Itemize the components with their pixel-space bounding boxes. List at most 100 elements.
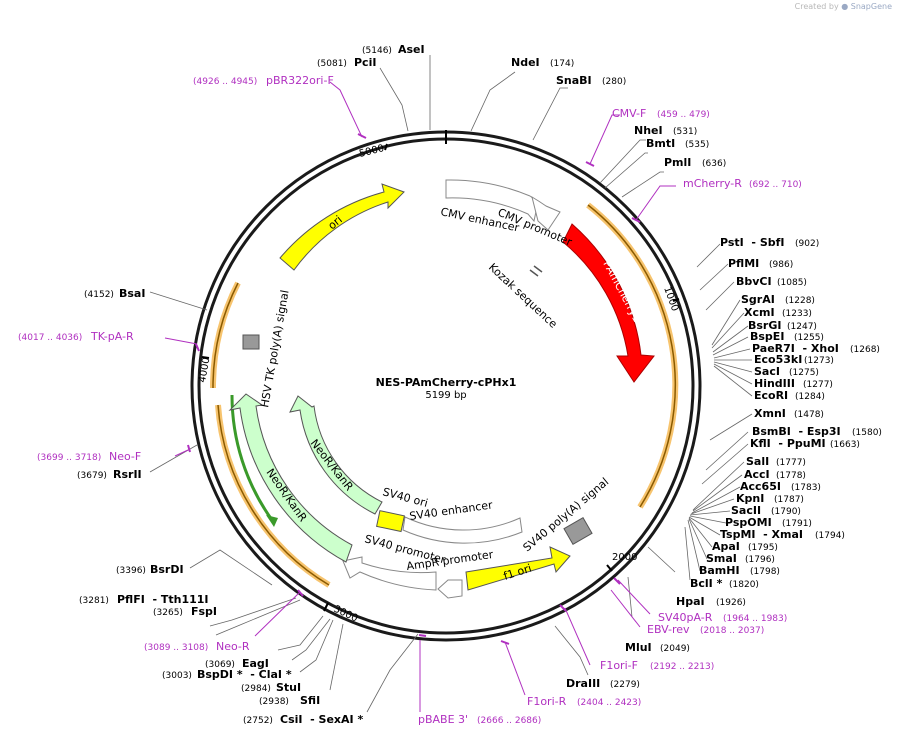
feature-label-f1-ori: f1 ori	[502, 562, 533, 583]
primer-pos-cmv-f: (459 .. 479)	[657, 110, 710, 120]
primer-name-pbr322ori-f: pBR322ori-F	[266, 74, 334, 87]
primer-markers	[164, 81, 676, 712]
primer-pos-neo-f: (3699 .. 3718)	[37, 453, 101, 463]
primer-name-neo-r: Neo-R	[216, 640, 250, 653]
site-name-eco53ki: Eco53kI	[754, 353, 802, 366]
site-pos-sacii: (1790)	[771, 507, 801, 517]
site-pos-pmli: (636)	[702, 159, 726, 169]
site-pos-draiii: (2279)	[610, 680, 640, 690]
site-name-stui: StuI	[276, 681, 301, 694]
primer-pos-ebv-rev: (2018 .. 2037)	[700, 626, 764, 636]
site-name-sgrai: SgrAI	[741, 293, 775, 306]
site-name-acc65i: Acc65I	[740, 480, 781, 493]
site-pos-smai: (1796)	[745, 555, 775, 565]
primer-name-mcherry-r: mCherry-R	[683, 177, 742, 190]
primer-pos-sv40pa-r: (1964 .. 1983)	[723, 614, 787, 624]
credit-brand: SnapGene	[850, 2, 892, 11]
site-name-sali: SalI	[746, 455, 769, 468]
site-name-xcmi: XcmI	[744, 306, 775, 319]
tick-label-2000: 2000	[612, 552, 637, 563]
feature-label-kozak: Kozak sequence	[486, 261, 560, 331]
site-name-bsrdi: BsrDI	[150, 563, 184, 576]
plasmid-size: 5199 bp	[425, 390, 466, 401]
site-pos-bmti: (535)	[685, 140, 709, 150]
site-name-smai: SmaI	[706, 552, 737, 565]
site-name-paer7i-xhoi: PaeR7I - XhoI	[752, 342, 839, 355]
site-name-sacii: SacII	[731, 504, 761, 517]
feature-ori	[279, 183, 405, 271]
primer-labels: (4926 .. 4945) pBR322ori-F CMV-F (459 ..…	[18, 74, 802, 726]
site-pos-stui: (2984)	[241, 684, 271, 694]
site-pos-eagi: (3069)	[205, 660, 235, 670]
site-name-kpni: KpnI	[736, 492, 764, 505]
site-name-bspdi-clai: BspDI * - ClaI *	[197, 668, 292, 681]
tick-label-4000: 4000	[197, 357, 212, 384]
tick-label-3000: 3000	[332, 604, 360, 625]
site-pos-bspdi-clai: (3003)	[162, 671, 192, 681]
primer-pos-pbr322ori-f: (4926 .. 4945)	[193, 77, 257, 87]
feature-sv40-promoter	[342, 556, 437, 591]
snapgene-credit: Created by ● SnapGene	[795, 2, 892, 11]
site-name-asei: AseI	[398, 43, 425, 56]
site-name-acci: AccI	[744, 468, 770, 481]
feature-cmv-promoter	[531, 195, 561, 231]
site-pos-bcli: (1820)	[729, 580, 759, 590]
feature-sv40-enhancer	[402, 516, 523, 544]
site-pos-csii-sexai: (2752)	[243, 716, 273, 726]
site-name-bsai: BsaI	[119, 287, 145, 300]
primer-pos-f1ori-r: (2404 .. 2423)	[577, 698, 641, 708]
site-pos-pcii: (5081)	[317, 59, 347, 69]
primer-arc-tk-core	[212, 282, 239, 389]
feature-neokanr-inner	[289, 395, 383, 515]
primer-name-f1ori-f: F1ori-F	[600, 659, 638, 672]
site-pos-mlui: (2049)	[660, 644, 690, 654]
feature-neokanr-outer	[228, 393, 353, 563]
site-pos-psti-sbfi: (902)	[795, 239, 819, 249]
primer-pos-neo-r: (3089 .. 3108)	[144, 643, 208, 653]
site-name-pspomi: PspOMI	[725, 516, 772, 529]
feature-f1-ori	[465, 546, 571, 591]
site-name-pmli: PmlI	[664, 156, 691, 169]
primer-name-f1ori-r: F1ori-R	[527, 695, 567, 708]
site-name-eagi: EagI	[242, 657, 269, 670]
feature-label-neokanr-inner: NeoR/KanR	[308, 437, 356, 494]
site-pos-tspmi-xmai: (1794)	[815, 531, 845, 541]
site-name-sfii: SfiI	[300, 694, 320, 707]
site-name-bcli: BclI *	[690, 577, 723, 590]
feature-kozak	[529, 265, 543, 277]
site-name-pcii: PciI	[354, 56, 376, 69]
site-pos-pflmi: (986)	[769, 260, 793, 270]
site-pos-sgrai: (1228)	[785, 296, 815, 306]
site-name-snabi: SnaBI	[556, 74, 592, 87]
site-name-ndei: NdeI	[511, 56, 540, 69]
site-pos-hpai: (1926)	[716, 598, 746, 608]
primer-arc-cmv-mcherry-core	[587, 204, 676, 508]
neo-inner-green-arrowhead	[266, 515, 278, 527]
site-name-bamhi: BamHI	[699, 564, 740, 577]
site-pos-xmni: (1478)	[794, 410, 824, 420]
primer-arc-neo-core	[217, 404, 330, 586]
site-name-hpai: HpaI	[676, 595, 705, 608]
site-pos-bbvci: (1085)	[777, 278, 807, 288]
site-name-apai: ApaI	[712, 540, 740, 553]
site-pos-ecori: (1284)	[795, 392, 825, 402]
feature-label-hsv-tk-polya: HSV TK poly(A) signal	[258, 289, 291, 409]
credit-prefix: Created by	[794, 2, 839, 11]
site-pos-bsrgi: (1247)	[787, 322, 817, 332]
site-name-rsrii: RsrII	[113, 468, 142, 481]
site-name-bsmbi-esp3i: BsmBI - Esp3I	[752, 425, 841, 438]
site-name-pflfi-tth111i: PflFI - Tth111I	[117, 593, 209, 606]
site-name-mlui: MluI	[625, 641, 652, 654]
site-name-pflmi: PflMI	[728, 257, 759, 270]
site-name-ecori: EcoRI	[754, 389, 788, 402]
site-pos-acc65i: (1783)	[791, 483, 821, 493]
feature-hsv-tk-polya	[242, 334, 260, 350]
site-pos-kpni: (1787)	[774, 495, 804, 505]
site-pos-bsai: (4152)	[84, 290, 114, 300]
primer-name-pbabe-3: pBABE 3'	[418, 713, 468, 726]
site-name-draiii: DraIII	[566, 677, 600, 690]
site-name-tspmi-xmai: TspMI - XmaI	[720, 528, 803, 541]
snapgene-logo-icon: ●	[841, 2, 849, 11]
feature-pamcherry1	[562, 223, 655, 383]
